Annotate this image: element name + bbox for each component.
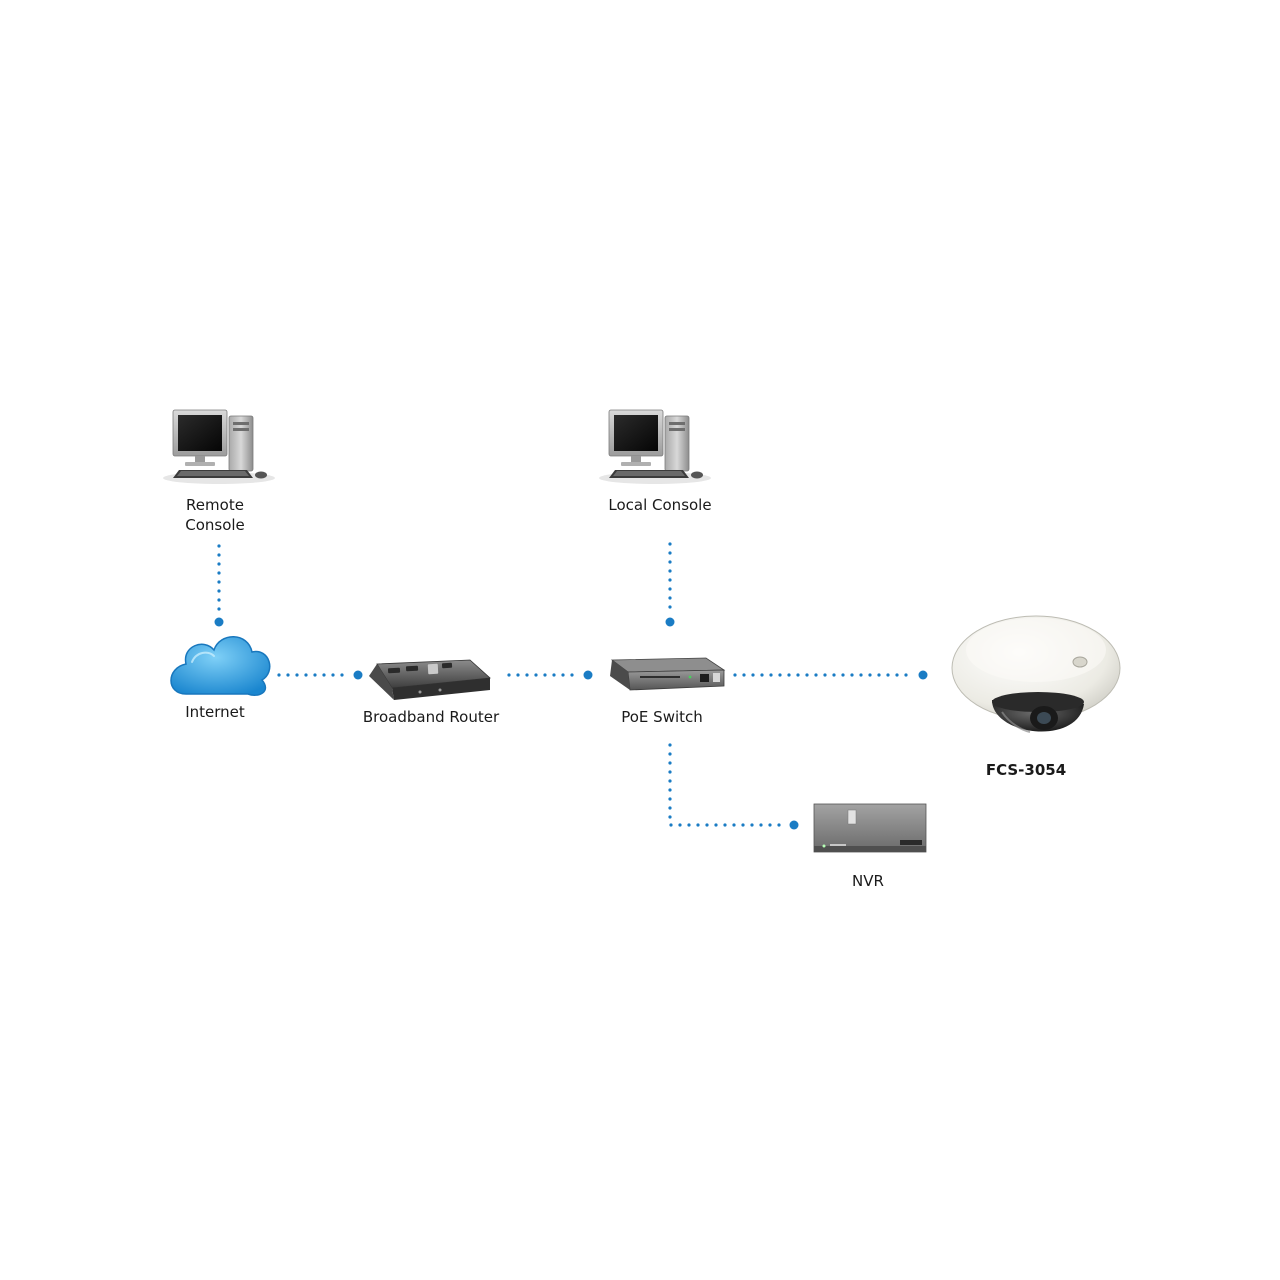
local-console-node: Local Console <box>599 409 712 514</box>
link-endpoint-dot <box>918 670 928 680</box>
link-switch-nvr <box>668 743 799 830</box>
link-endpoint-dot <box>665 617 675 627</box>
router-label: Broadband Router <box>363 708 500 726</box>
cloud-icon <box>170 636 271 696</box>
desktop-computer-icon <box>599 409 711 484</box>
network-switch-icon <box>610 657 726 691</box>
nvr-node: NVR <box>813 803 927 890</box>
link-endpoint-dot <box>583 670 593 680</box>
internet-node: Internet <box>170 636 271 721</box>
nvr-label: NVR <box>852 872 884 890</box>
remote-console-label-line2: Console <box>185 516 245 534</box>
local-console-label: Local Console <box>608 496 711 514</box>
connection-links <box>214 542 928 830</box>
link-local-console-switch <box>665 542 675 627</box>
poe-switch-label: PoE Switch <box>621 708 703 726</box>
link-router-switch <box>507 670 593 680</box>
link-internet-router <box>277 670 363 680</box>
internet-label: Internet <box>185 703 245 721</box>
link-switch-camera <box>733 670 928 680</box>
link-endpoint-dot <box>214 617 224 627</box>
router-node: Broadband Router <box>363 659 500 726</box>
desktop-computer-icon <box>163 409 275 484</box>
camera-label: FCS-3054 <box>986 761 1066 779</box>
remote-console-node: Remote Console <box>163 409 275 534</box>
dome-camera-icon <box>951 615 1121 733</box>
poe-switch-node: PoE Switch <box>610 657 726 726</box>
router-icon <box>369 659 491 700</box>
link-remote-console-internet <box>214 544 224 627</box>
link-endpoint-dot <box>353 670 363 680</box>
nvr-recorder-icon <box>813 803 927 853</box>
remote-console-label-line1: Remote <box>186 496 244 514</box>
camera-node: FCS-3054 <box>951 615 1121 779</box>
link-endpoint-dot <box>789 820 799 830</box>
